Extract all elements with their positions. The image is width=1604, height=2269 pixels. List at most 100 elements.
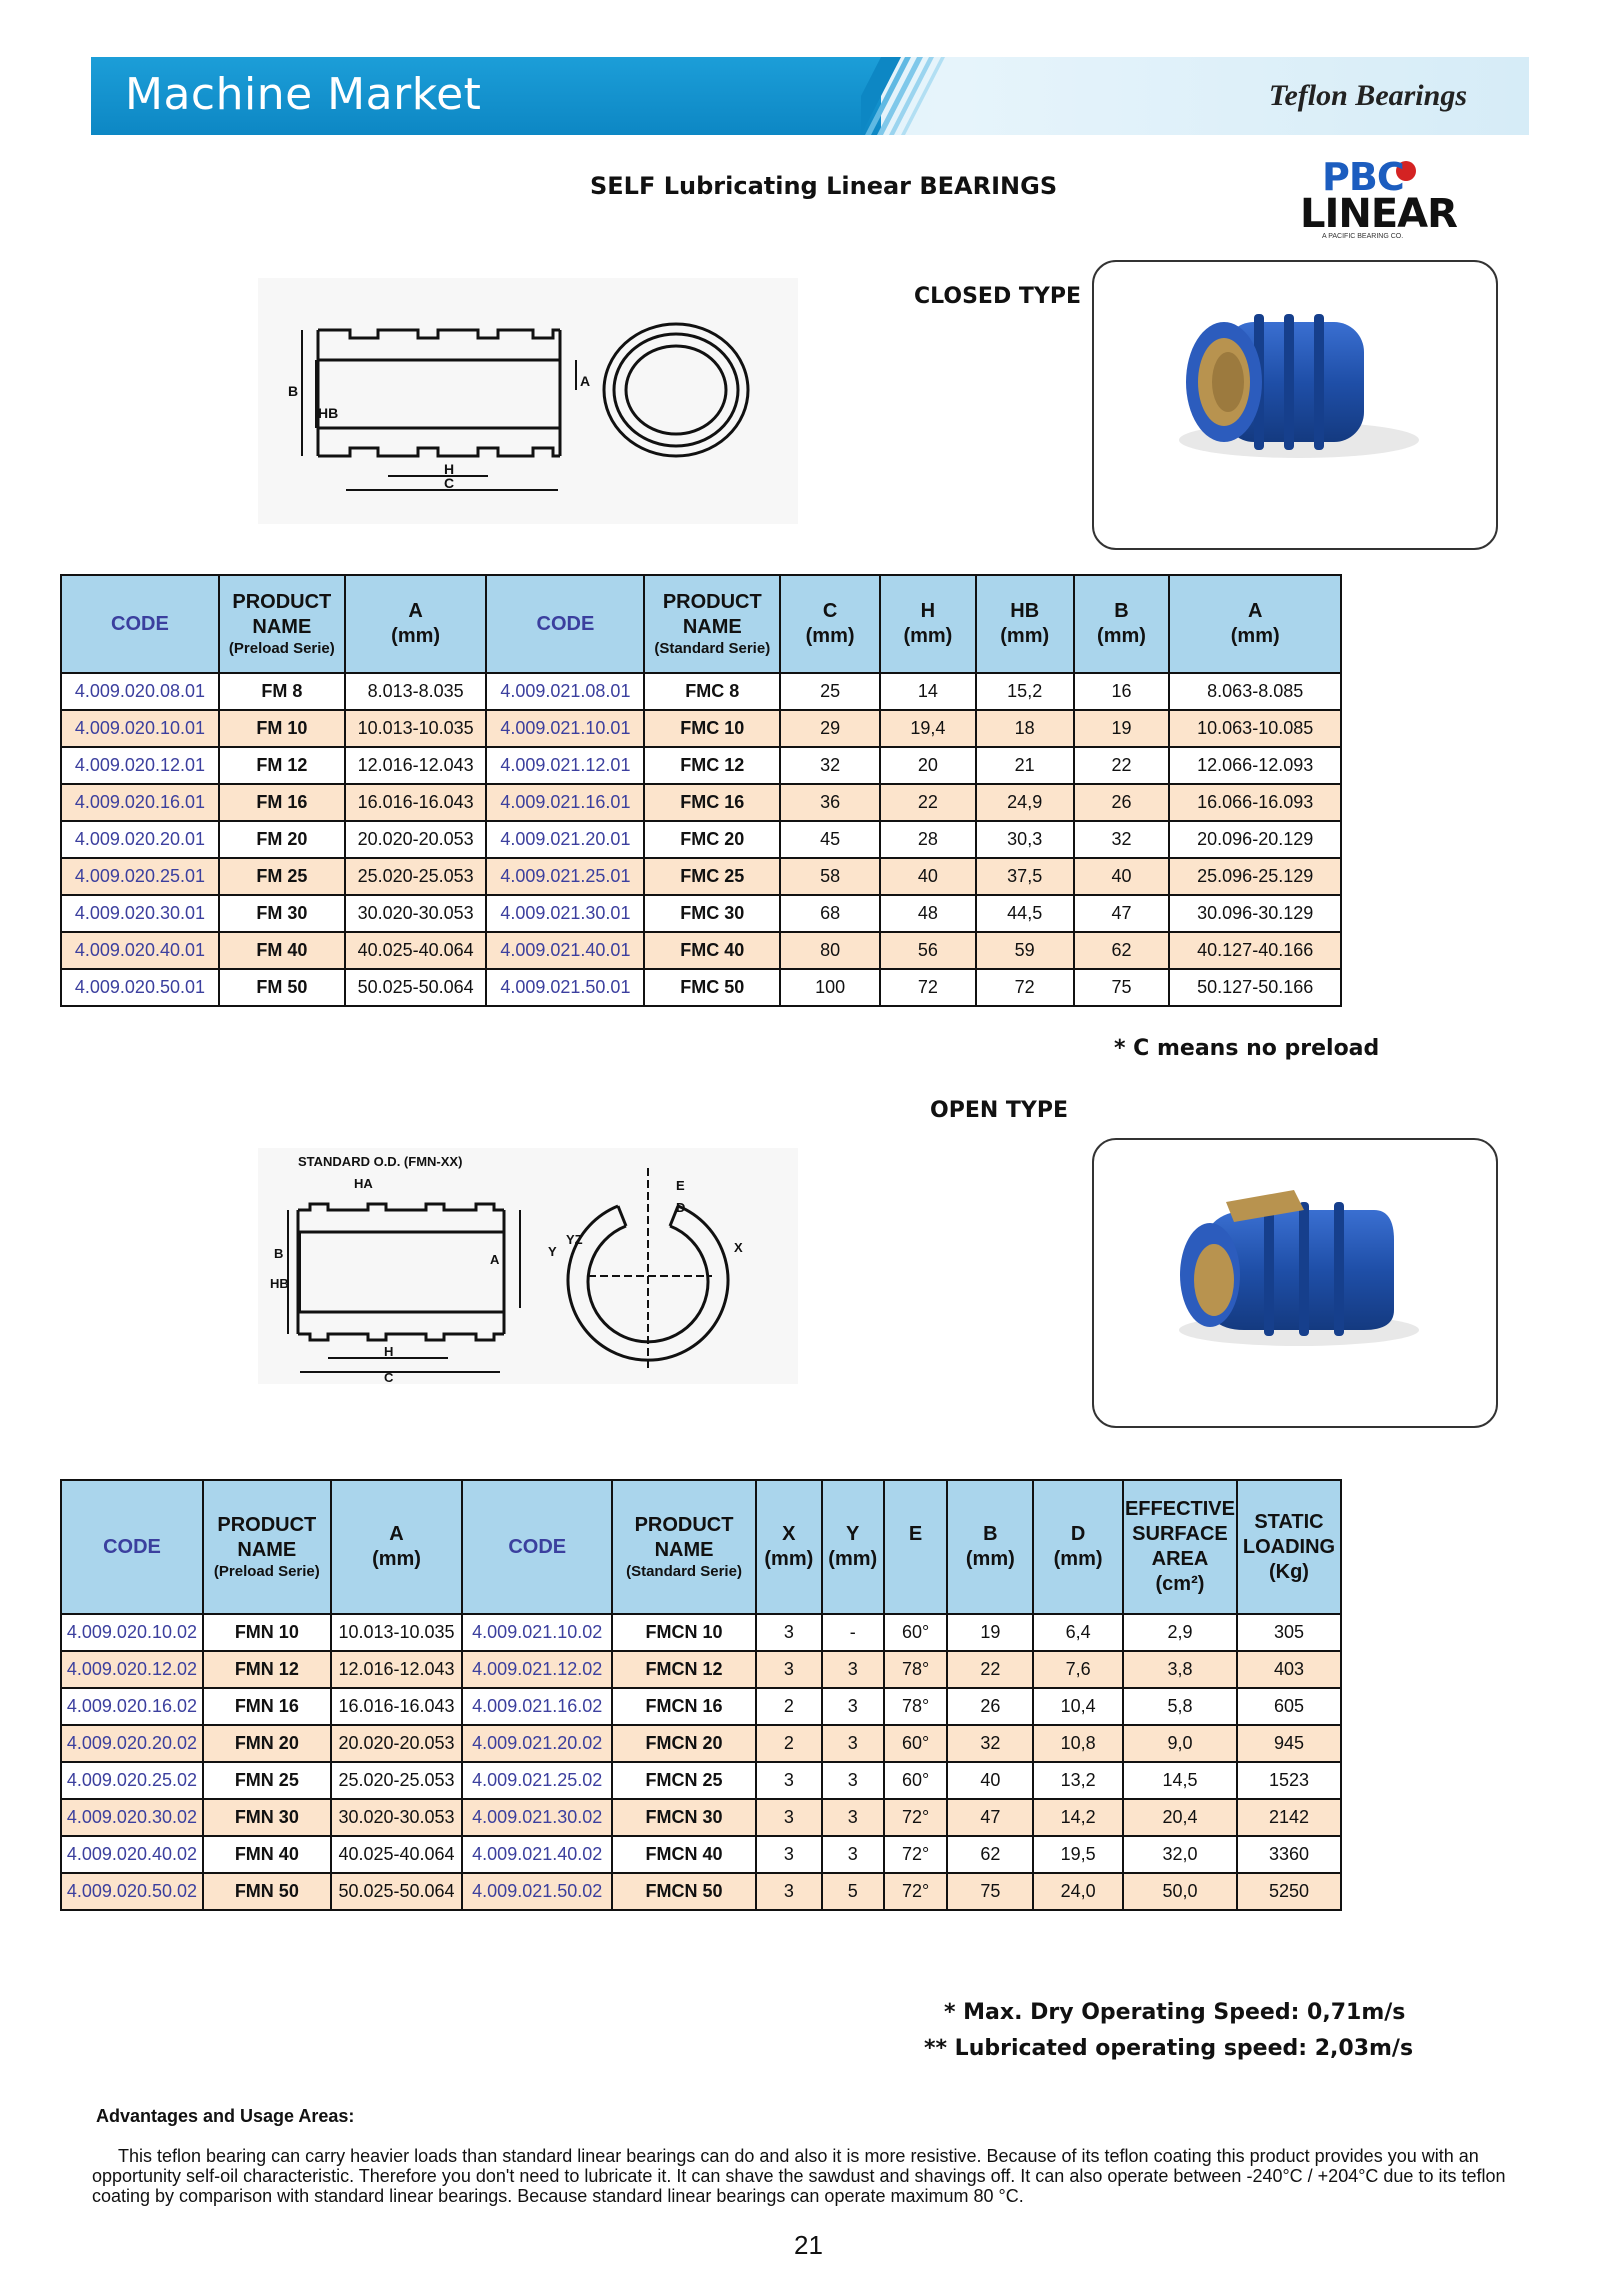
table-cell: 100 (779, 968, 881, 1007)
closed-header-code-standard: CODE (485, 574, 646, 674)
table-cell: FMCN 25 (611, 1761, 757, 1800)
table-cell: 50.025-50.064 (343, 968, 488, 1007)
table-cell: 6,4 (1032, 1613, 1124, 1652)
table-cell: 16.016-16.043 (343, 783, 488, 822)
table-cell: 1523 (1235, 1761, 1343, 1800)
table-cell: 10.013-10.035 (329, 1613, 464, 1652)
table-cell: FM 25 (217, 857, 346, 896)
open-dim-d: D (676, 1200, 685, 1215)
closed-bearing-photo (1092, 260, 1498, 550)
table-cell: 4.009.020.20.01 (60, 820, 220, 859)
open-dim-std: STANDARD O.D. (FMN-XX) (298, 1154, 462, 1169)
table-cell: 32,0 (1121, 1835, 1238, 1874)
table-cell: 25.020-25.053 (329, 1761, 464, 1800)
table-cell: 4.009.020.10.01 (60, 709, 220, 748)
table-cell: 19 (946, 1613, 1035, 1652)
table-cell: 47 (946, 1798, 1035, 1837)
closed-header-c: C(mm) (779, 574, 881, 674)
open-header-code-preload: CODE (60, 1479, 204, 1615)
open-header-d-text: D (1070, 1523, 1086, 1545)
table-cell: 3360 (1235, 1835, 1343, 1874)
table-cell: 4.009.021.30.02 (461, 1798, 614, 1837)
table-cell: 28 (878, 820, 977, 859)
table-cell: 4.009.020.12.01 (60, 746, 220, 785)
table-cell: 25.096-25.129 (1168, 857, 1342, 896)
table-cell: 4.009.020.08.01 (60, 672, 220, 711)
table-cell: 16.066-16.093 (1168, 783, 1342, 822)
table-cell: 15,2 (974, 672, 1075, 711)
table-cell: FMC 40 (643, 931, 782, 970)
closed-header-name-preload-text: PRODUCT NAME (232, 590, 332, 638)
table-cell: 4.009.020.12.02 (60, 1650, 204, 1689)
table-cell: 4.009.020.30.01 (60, 894, 220, 933)
logo-top-text: PBC (1322, 155, 1405, 199)
open-table-header: CODE PRODUCT NAME(Preload Serie) A(mm) C… (60, 1479, 1343, 1615)
closed-diagram-drawing: B HB A H C (288, 322, 750, 491)
table-cell: 4.009.021.08.01 (485, 672, 646, 711)
table-cell: 62 (1072, 931, 1171, 970)
table-cell: 4.009.020.40.02 (60, 1835, 204, 1874)
table-cell: 20 (878, 746, 977, 785)
table-cell: 13,2 (1032, 1761, 1124, 1800)
table-cell: 3 (820, 1724, 885, 1763)
open-dim-c: C (384, 1370, 394, 1384)
table-cell: 29 (779, 709, 881, 748)
table-cell: 4.009.020.16.02 (60, 1687, 204, 1726)
table-cell: 4.009.020.25.01 (60, 857, 220, 896)
table-cell: 78° (882, 1687, 949, 1726)
table-cell: 37,5 (974, 857, 1075, 896)
table-cell: 4.009.020.50.02 (60, 1872, 204, 1911)
table-cell: 19,5 (1032, 1835, 1124, 1874)
table-cell: 20.096-20.129 (1168, 820, 1342, 859)
table-cell: 2 (754, 1724, 823, 1763)
table-cell: 3 (820, 1798, 885, 1837)
open-dim-y: Y (548, 1244, 557, 1259)
table-cell: FMN 50 (201, 1872, 332, 1911)
table-cell: 14,2 (1032, 1798, 1124, 1837)
open-header-a-text: A (389, 1523, 404, 1545)
table-cell: 30.020-30.053 (329, 1798, 464, 1837)
table-cell: 403 (1235, 1650, 1343, 1689)
open-header-y-unit: (mm) (828, 1548, 878, 1570)
pbc-linear-logo: PBC LINEAR A PACIFIC BEARING CO. (1300, 155, 1458, 240)
table-cell: 4.009.020.50.01 (60, 968, 220, 1007)
closed-header-hb-unit: (mm) (1000, 625, 1050, 647)
table-cell: 12.016-12.043 (329, 1650, 464, 1689)
banner-blue-block (91, 57, 881, 135)
open-header-y: Y(mm) (820, 1479, 885, 1615)
closed-header-name-preload: PRODUCT NAME(Preload Serie) (217, 574, 346, 674)
table-cell: FMN 16 (201, 1687, 332, 1726)
dry-speed-note: * Max. Dry Operating Speed: 0,71m/s (944, 2000, 1406, 2025)
table-cell: 20.020-20.053 (329, 1724, 464, 1763)
header-banner: Machine Market Teflon Bearings (91, 57, 1529, 135)
table-cell: 10,8 (1032, 1724, 1124, 1763)
closed-header-code-preload: CODE (60, 574, 220, 674)
open-dim-b: B (274, 1246, 283, 1261)
open-header-name-standard: PRODUCT NAME(Standard Serie) (611, 1479, 757, 1615)
table-cell: 4.009.021.30.01 (485, 894, 646, 933)
table-cell: FMC 12 (643, 746, 782, 785)
closed-header-h-text: H (920, 600, 936, 622)
open-header-x-text: X (782, 1523, 796, 1545)
table-cell: 20,4 (1121, 1798, 1238, 1837)
open-header-eff-text: EFFECTIVE SURFACE AREA (1124, 1498, 1235, 1570)
open-header-a-unit: (mm) (372, 1548, 421, 1570)
closed-dim-c: C (444, 475, 454, 491)
table-cell: 4.009.020.16.01 (60, 783, 220, 822)
logo-main-text: LINEAR (1300, 191, 1458, 237)
open-header-b-text: B (983, 1523, 998, 1545)
table-cell: FMCN 12 (611, 1650, 757, 1689)
table-cell: 32 (946, 1724, 1035, 1763)
closed-header-a1: A (408, 600, 423, 622)
logo-sub-text: A PACIFIC BEARING CO. (1322, 233, 1404, 240)
table-cell: 4.009.020.20.02 (60, 1724, 204, 1763)
open-dim-yz: YZ (566, 1232, 583, 1247)
